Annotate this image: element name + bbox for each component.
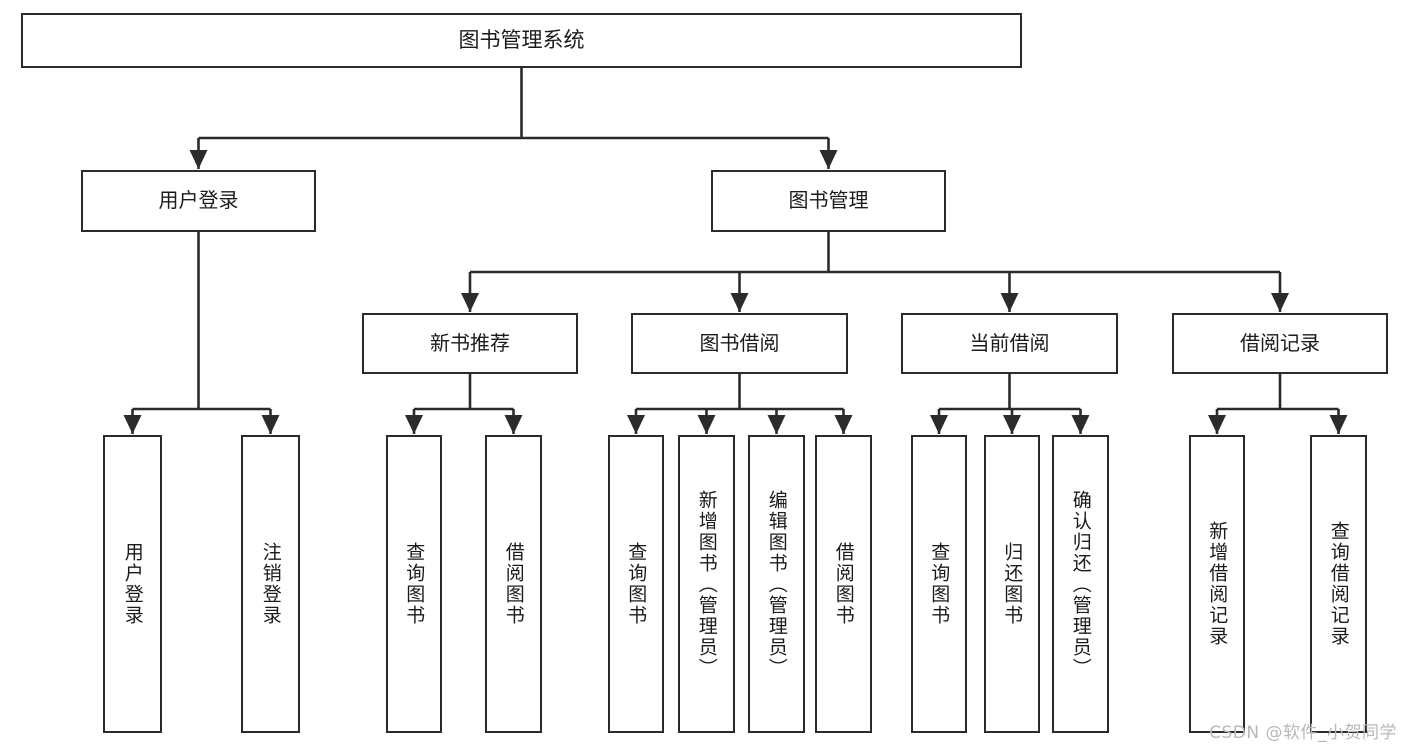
connector-arrowhead [1071,415,1090,434]
node-leaf-5-label: 查询图书 [625,542,648,626]
node-leaf-10-label: 归还图书 [1001,542,1024,626]
node-leaf-2[interactable]: 注销登录 [241,435,300,733]
node-module-2-label: 图书管理 [788,188,869,213]
node-leaf-9[interactable]: 查询图书 [911,435,967,733]
node-submodule-4-label: 借阅记录 [1240,330,1320,355]
node-leaf-3[interactable]: 查询图书 [386,435,442,733]
node-root-system[interactable]: 图书管理系统 [21,13,1022,68]
node-leaf-6[interactable]: 新增图书（管理员） [678,435,735,733]
node-submodule-4[interactable]: 借阅记录 [1172,313,1388,374]
node-leaf-9-label: 查询图书 [928,542,951,626]
connector-arrowhead [123,415,142,434]
node-module-2[interactable]: 图书管理 [711,170,946,232]
connector-arrowhead [261,415,280,434]
node-leaf-1-label: 用户登录 [121,542,144,626]
connector-arrowhead [461,293,479,312]
node-leaf-11-label: 确认归还（管理员） [1069,489,1092,679]
node-submodule-3-label: 当前借阅 [969,330,1050,355]
node-submodule-2[interactable]: 图书借阅 [631,313,848,374]
connector-arrowhead [1003,415,1021,434]
node-leaf-1[interactable]: 用户登录 [103,435,162,733]
node-leaf-11[interactable]: 确认归还（管理员） [1052,435,1109,733]
node-leaf-13[interactable]: 查询借阅记录 [1310,435,1367,733]
csdn-watermark: CSDN @软件_小贺同学 [1209,723,1397,743]
connector-arrowhead [697,415,716,434]
connector-arrowhead [819,150,838,169]
node-leaf-8-label: 借阅图书 [832,542,855,626]
node-leaf-10[interactable]: 归还图书 [984,435,1040,733]
node-submodule-3[interactable]: 当前借阅 [901,313,1118,374]
connector-arrowhead [730,293,749,312]
connector-arrowhead [930,415,948,434]
node-leaf-12-label: 新增借阅记录 [1206,521,1229,647]
connector-arrowhead [1000,293,1019,312]
node-leaf-7-label: 编辑图书（管理员） [765,489,788,679]
connector-arrowhead [405,415,423,434]
node-submodule-1-label: 新书推荐 [430,330,510,355]
node-root-system-label: 图书管理系统 [458,28,585,53]
node-submodule-1[interactable]: 新书推荐 [362,313,578,374]
connector-arrowhead [767,415,786,434]
connector-arrowhead [189,150,208,169]
connector-arrowhead [1208,415,1226,434]
connector-arrowhead [627,415,645,434]
connector-arrowhead [504,415,523,434]
node-leaf-2-label: 注销登录 [259,542,282,626]
node-leaf-4-label: 借阅图书 [502,542,525,626]
node-leaf-3-label: 查询图书 [403,542,426,626]
node-leaf-7[interactable]: 编辑图书（管理员） [748,435,805,733]
node-leaf-6-label: 新增图书（管理员） [695,489,718,679]
node-leaf-5[interactable]: 查询图书 [608,435,664,733]
connector-arrowhead [1271,293,1289,312]
node-module-1[interactable]: 用户登录 [81,170,316,232]
connector-arrowhead [834,415,853,434]
node-submodule-2-label: 图书借阅 [699,330,780,355]
node-leaf-4[interactable]: 借阅图书 [485,435,542,733]
node-module-1-label: 用户登录 [158,188,239,213]
connector-arrowhead [1329,415,1348,434]
node-leaf-12[interactable]: 新增借阅记录 [1189,435,1245,733]
node-leaf-8[interactable]: 借阅图书 [815,435,872,733]
node-leaf-13-label: 查询借阅记录 [1327,521,1350,647]
